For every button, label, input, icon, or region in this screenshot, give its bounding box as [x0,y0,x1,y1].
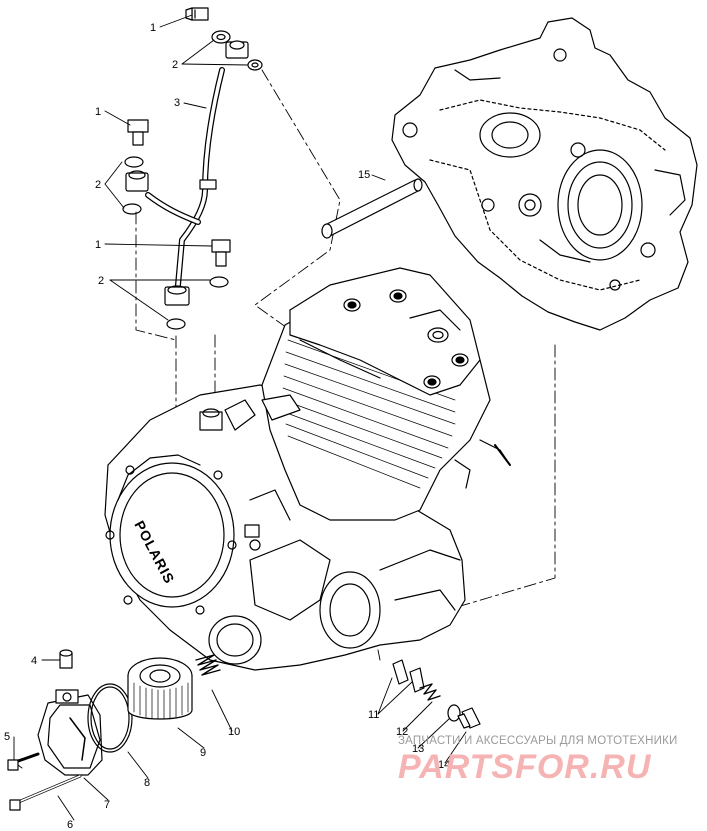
callout-12: 12 [396,726,408,738]
lower-washer-top [209,276,229,288]
mid-banjo-bolt [127,119,149,146]
callout-9: 9 [200,747,206,759]
callout-11: 11 [368,709,379,721]
callout-7: 7 [104,799,110,811]
drain-plug [59,649,73,669]
cover-bolt-short [7,752,40,771]
lower-washer-bottom [166,318,186,330]
top-banjo-fitting [225,40,249,59]
relief-spring [419,683,441,701]
watermark-tagline: ЗАПЧАСТИ И АКСЕССУАРЫ ДЛЯ МОТОТЕХНИКИ [398,735,678,747]
cover-bolt-long [9,774,82,811]
lower-banjo-fitting [164,285,190,306]
engine-block [104,267,511,671]
relief-plug-bolt [457,707,481,729]
filter-cover [37,689,103,776]
callout-2a: 2 [172,59,178,71]
filter-spring [195,654,221,676]
crankcase-half [391,17,698,331]
sealing-washer [447,704,461,722]
assembly-center-lines [135,69,556,661]
callout-1b: 1 [95,106,101,118]
dowels [392,659,425,693]
mid-banjo-fitting [125,170,149,192]
callout-10: 10 [228,726,240,738]
callout-2b: 2 [95,179,101,191]
o-ring [87,683,133,753]
watermark-logo: PARTSFOR.RU [398,748,652,786]
mid-washer-bottom [122,203,142,215]
callout-4: 4 [31,655,37,667]
callout-15: 15 [358,169,370,181]
callout-1c: 1 [95,239,101,251]
oil-filter [127,657,193,720]
top-sealing-washer-2 [247,59,263,71]
top-sealing-washer [211,30,231,44]
callout-numbers: 1 2 3 1 2 1 2 15 4 5 6 7 8 9 10 11 12 13… [4,22,450,831]
callout-6: 6 [67,819,73,831]
callout-13: 13 [412,743,424,755]
lower-banjo-bolt [211,239,231,267]
callout-2c: 2 [98,275,104,287]
callout-14: 14 [438,759,450,771]
callout-1a: 1 [150,22,156,34]
dowel-pin [321,178,423,239]
valve-cover-bolts [343,289,469,389]
oil-hose [145,67,225,288]
mid-washer-top [124,156,144,168]
leader-lines [13,14,467,821]
callout-3: 3 [174,97,180,109]
callout-5: 5 [4,731,10,743]
callout-8: 8 [144,777,150,789]
top-banjo-bolt [185,7,209,21]
